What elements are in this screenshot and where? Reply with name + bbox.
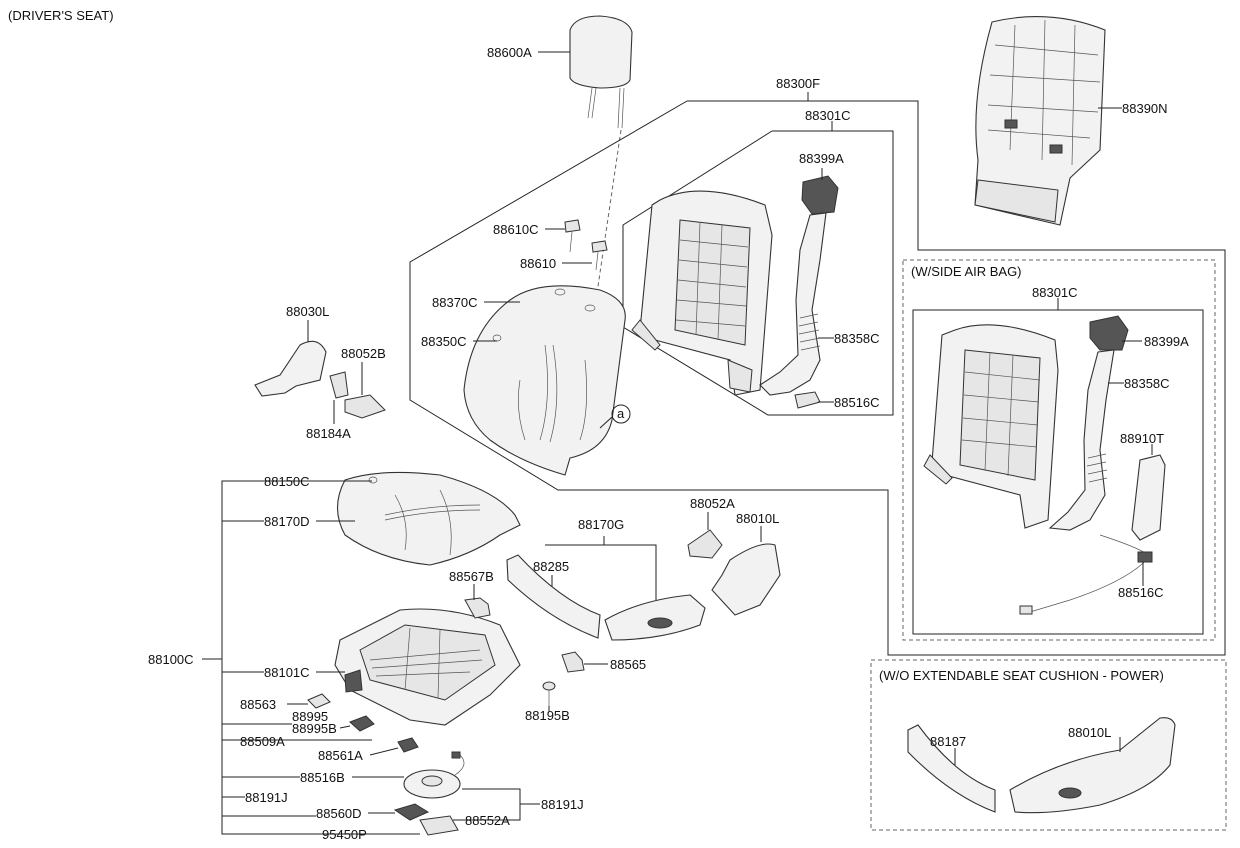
part-88565-drawing [561, 651, 585, 673]
label-88191J-left[interactable]: 88191J [245, 790, 288, 805]
label-88301C[interactable]: 88301C [805, 108, 851, 123]
label-88552A[interactable]: 88552A [465, 813, 510, 828]
part-88552A-drawing [419, 815, 459, 836]
label-88184A[interactable]: 88184A [306, 426, 351, 441]
label-88509A[interactable]: 88509A [240, 734, 285, 749]
label-88560D[interactable]: 88560D [316, 806, 362, 821]
marker-circle [611, 404, 631, 424]
label-88100C[interactable]: 88100C [148, 652, 194, 667]
part-88563-drawing [307, 693, 331, 709]
label-88010L[interactable]: 88010L [736, 511, 779, 526]
label-88285[interactable]: 88285 [533, 559, 569, 574]
wo-side-cover-88010L-drawing [1009, 717, 1176, 814]
label-sab-88399A[interactable]: 88399A [1144, 334, 1189, 349]
bracket-88170G [545, 544, 657, 600]
label-88030L[interactable]: 88030L [286, 304, 329, 319]
label-88052A[interactable]: 88052A [690, 496, 735, 511]
label-88358C[interactable]: 88358C [834, 331, 880, 346]
sab-air-duct-drawing [1048, 315, 1129, 531]
label-88150C[interactable]: 88150C [264, 474, 310, 489]
label-88567B[interactable]: 88567B [449, 569, 494, 584]
label-88191J-right[interactable]: 88191J [541, 797, 584, 812]
guide-pin-drawing [564, 219, 608, 271]
side-cover-drawing [254, 340, 386, 419]
sab-seatback-frame-drawing [923, 324, 1059, 529]
label-sab-88910T[interactable]: 88910T [1120, 431, 1164, 446]
bracket-88100C [221, 480, 418, 835]
label-sab-88358C[interactable]: 88358C [1124, 376, 1170, 391]
label-sab-88301C[interactable]: 88301C [1032, 285, 1078, 300]
bracket-88052A-drawing [687, 529, 723, 559]
part-88560D-drawing [393, 803, 430, 821]
headrest-drawing [569, 15, 633, 301]
label-88399A[interactable]: 88399A [799, 151, 844, 166]
seat-track-frame-drawing [334, 608, 521, 726]
label-88170D[interactable]: 88170D [264, 514, 310, 529]
side-airbag-box [902, 259, 1216, 641]
seat-cushion-drawing [336, 471, 521, 566]
label-88600A[interactable]: 88600A [487, 45, 532, 60]
air-duct-drawing [759, 175, 839, 409]
side-trim-88285-drawing [506, 554, 601, 639]
part-88561A-drawing [397, 737, 419, 753]
wo-side-trim-88187-drawing [907, 724, 996, 813]
part-88995B-drawing [349, 715, 375, 732]
label-88516B[interactable]: 88516B [300, 770, 345, 785]
side-cover-88010L-drawing [711, 543, 781, 616]
part-88195B-drawing [542, 681, 556, 706]
wo-extendable-box-title: (W/O EXTENDABLE SEAT CUSHION - POWER) [879, 668, 1164, 683]
assembly-frame-88301C [622, 130, 894, 416]
side-airbag-box-title: (W/SIDE AIR BAG) [911, 264, 1022, 279]
label-88610[interactable]: 88610 [520, 256, 556, 271]
label-88565[interactable]: 88565 [610, 657, 646, 672]
sab-airbag-module-drawing [1019, 454, 1166, 615]
label-88300F[interactable]: 88300F [776, 76, 820, 91]
side-shield-drawing [604, 594, 706, 641]
label-88995[interactable]: 88995 [292, 709, 328, 724]
label-sab-88516C[interactable]: 88516C [1118, 585, 1164, 600]
label-88170G[interactable]: 88170G [578, 517, 624, 532]
motor-drawing [403, 751, 465, 799]
label-88052B[interactable]: 88052B [341, 346, 386, 361]
assembly-frame-88300F [409, 100, 1226, 656]
label-88350C[interactable]: 88350C [421, 334, 467, 349]
seatback-frame-drawing [631, 190, 773, 396]
label-88370C[interactable]: 88370C [432, 295, 478, 310]
label-88563[interactable]: 88563 [240, 697, 276, 712]
label-88610C[interactable]: 88610C [493, 222, 539, 237]
label-88561A[interactable]: 88561A [318, 748, 363, 763]
marker-circle-letter: a [617, 406, 625, 421]
diagram-title: (DRIVER'S SEAT) [8, 8, 114, 23]
seatback-cushion-drawing [463, 285, 626, 476]
label-88390N[interactable]: 88390N [1122, 101, 1168, 116]
label-wo-88187[interactable]: 88187 [930, 734, 966, 749]
label-wo-88010L[interactable]: 88010L [1068, 725, 1111, 740]
label-88101C[interactable]: 88101C [264, 665, 310, 680]
part-88567B-drawing [464, 597, 491, 619]
wo-extendable-box [870, 659, 1227, 831]
label-88516C[interactable]: 88516C [834, 395, 880, 410]
label-95450P[interactable]: 95450P [322, 827, 367, 842]
seatback-cover-drawing [974, 16, 1106, 226]
label-88995B[interactable]: 88995B [292, 721, 337, 736]
label-88195B[interactable]: 88195B [525, 708, 570, 723]
